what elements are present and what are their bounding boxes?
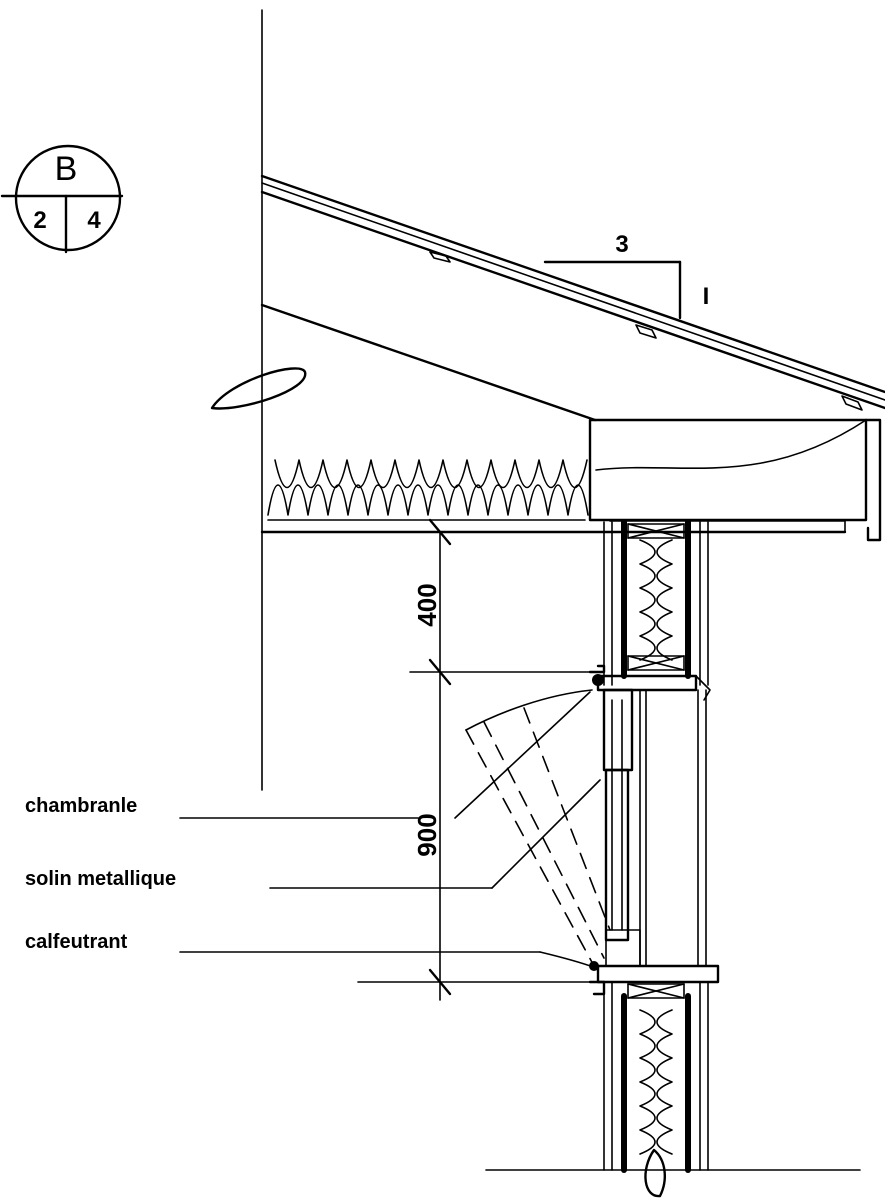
- purlin-1: [429, 251, 451, 263]
- window: [465, 688, 707, 967]
- dim-tick-head: [428, 658, 452, 686]
- section-left-number: 2: [33, 207, 46, 234]
- sill-plate: [627, 983, 685, 999]
- sill-flashing: [588, 980, 606, 996]
- sill-board: [596, 964, 720, 984]
- section-marker-circle: [14, 144, 122, 252]
- slope-indicator: 3 I: [543, 231, 710, 320]
- insulation-loops-a: [267, 484, 589, 516]
- lower-wall-insulation-a: [639, 1009, 656, 1155]
- upper-wall-insulation-a: [639, 539, 656, 661]
- dimension-900: 900: [412, 813, 442, 856]
- upper-wall-insulation-b: [656, 539, 673, 661]
- head-sealant: [592, 674, 604, 686]
- leader-chambranle-diag: [454, 691, 591, 819]
- slope-run: 3: [615, 231, 628, 258]
- open-sash-dash-2: [483, 721, 605, 959]
- header-plate: [627, 655, 685, 671]
- window-sill: [588, 961, 720, 996]
- break-symbol: [210, 367, 307, 410]
- slope-rise: I: [703, 283, 710, 310]
- label-chambranle: chambranle: [25, 795, 137, 817]
- fascia-curve: [595, 419, 867, 471]
- insulation-loops-b: [274, 459, 588, 489]
- head-flashing: [588, 664, 606, 674]
- lower-wall: [485, 981, 861, 1198]
- section-letter: B: [55, 150, 78, 188]
- sill-plate-x2: [627, 983, 685, 999]
- dimensions: 400 900: [357, 518, 591, 1001]
- interior-lines: [260, 9, 847, 791]
- rafter-bottom: [260, 303, 597, 422]
- roof: [260, 174, 885, 542]
- attic-insulation: [267, 459, 589, 521]
- roof-sheathing-mid: [261, 182, 885, 401]
- fascia-box: [588, 418, 868, 522]
- dim-tick-sill: [428, 968, 452, 996]
- lower-wall-insulation-b: [656, 1009, 673, 1155]
- lower-break-symbol: [644, 1148, 666, 1198]
- roof-sheathing-bottom: [260, 190, 885, 410]
- dimension-400: 400: [412, 583, 442, 626]
- roof-sheathing-top: [260, 174, 885, 394]
- upper-wall: [603, 519, 709, 686]
- sash-bottom: [605, 929, 641, 967]
- top-plate-x2: [627, 523, 685, 539]
- header-plate-x2: [627, 655, 685, 671]
- annotations: chambranle solin metallique calfeutrant: [25, 691, 601, 969]
- top-plate: [627, 523, 685, 539]
- label-calfeutrant: calfeutrant: [25, 931, 128, 953]
- purlin-2: [635, 324, 657, 339]
- swing-arc: [465, 689, 593, 731]
- sash-top: [602, 688, 634, 772]
- section-marker: B 2 4: [0, 144, 124, 254]
- leader-calfeutrant-curve: [539, 951, 597, 969]
- sash-glass-unit: [604, 768, 630, 942]
- leader-solin-diag: [491, 779, 601, 889]
- purlin-3: [841, 395, 863, 411]
- section-right-number: 4: [87, 207, 101, 234]
- open-sash-dash-1: [465, 729, 595, 967]
- window-head: [588, 664, 711, 701]
- gutter: [864, 418, 882, 542]
- label-solin: solin metallique: [25, 868, 176, 890]
- dim-tick-top: [428, 518, 452, 546]
- open-sash-dash-3: [523, 707, 611, 931]
